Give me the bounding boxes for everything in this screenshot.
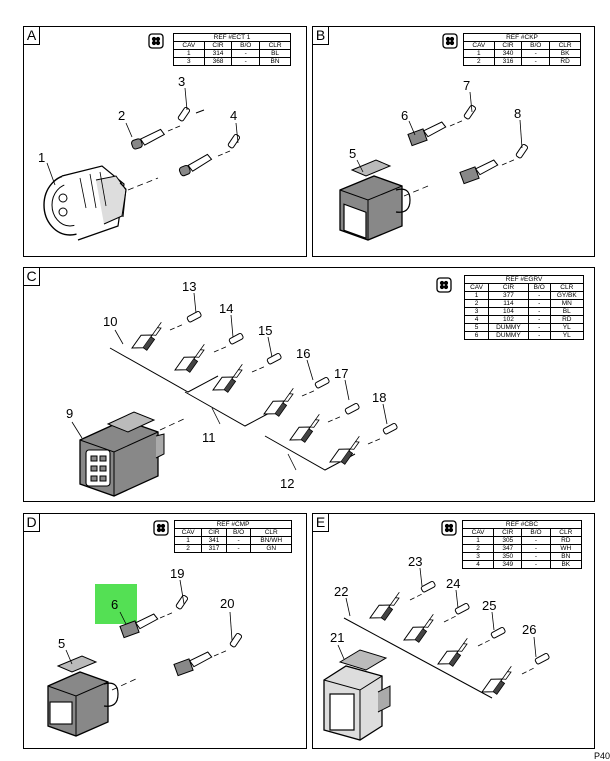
panel-c-art	[71, 277, 452, 497]
callout-3: 3	[178, 74, 185, 89]
callout-21: 21	[330, 630, 344, 645]
callout-5-d: 5	[58, 636, 65, 651]
panel-d-art	[47, 520, 246, 737]
callout-25: 25	[482, 598, 496, 613]
cell: RD	[549, 57, 581, 66]
callout-7: 7	[463, 78, 470, 93]
panel-letter-a: A	[24, 27, 40, 45]
cell: YL	[549, 331, 585, 340]
callout-23: 23	[408, 554, 422, 569]
callout-10: 10	[103, 314, 117, 329]
callout-6-d: 6	[111, 597, 118, 612]
cell: GN	[250, 544, 292, 553]
callout-19: 19	[170, 566, 184, 581]
callout-9: 9	[66, 406, 73, 421]
callout-5: 5	[349, 146, 356, 161]
panel-letter-c: C	[24, 268, 40, 286]
callout-13: 13	[182, 279, 196, 294]
cell: 316	[493, 57, 523, 66]
callout-8: 8	[514, 106, 521, 121]
callout-4: 4	[230, 108, 237, 123]
ref-table-a: REF #ECT 1 CAV CIR B/O CLR 1 314 - BL 3 …	[173, 33, 291, 66]
panel-letter-d: D	[24, 514, 40, 532]
cell: BK	[549, 560, 583, 569]
panel-letter-b: B	[313, 27, 329, 45]
callout-22: 22	[334, 584, 348, 599]
cell: DUMMY	[488, 331, 529, 340]
cell: BN	[259, 57, 291, 66]
callout-11: 11	[202, 430, 216, 445]
callout-6: 6	[401, 108, 408, 123]
callout-2: 2	[118, 108, 125, 123]
callout-15: 15	[258, 323, 272, 338]
panel-a-art	[43, 33, 244, 241]
callout-24: 24	[446, 576, 460, 591]
callout-18: 18	[372, 390, 386, 405]
ref-table-b: REF #CKP CAV CIR B/O CLR 1 340 - BK 2 31…	[463, 33, 581, 66]
callout-17: 17	[334, 366, 348, 381]
callout-26: 26	[522, 622, 536, 637]
panel-letter-e: E	[313, 514, 329, 532]
cell: 6	[463, 331, 490, 340]
panel-e-art	[323, 520, 551, 741]
panel-b-art	[339, 33, 532, 241]
callout-14: 14	[219, 301, 233, 316]
callout-20: 20	[220, 596, 234, 611]
callout-16: 16	[296, 346, 310, 361]
callout-12: 12	[280, 476, 294, 491]
highlight-box	[95, 584, 137, 624]
callout-1: 1	[38, 150, 45, 165]
page-code: P40	[593, 751, 610, 761]
cell: 2	[173, 544, 203, 553]
